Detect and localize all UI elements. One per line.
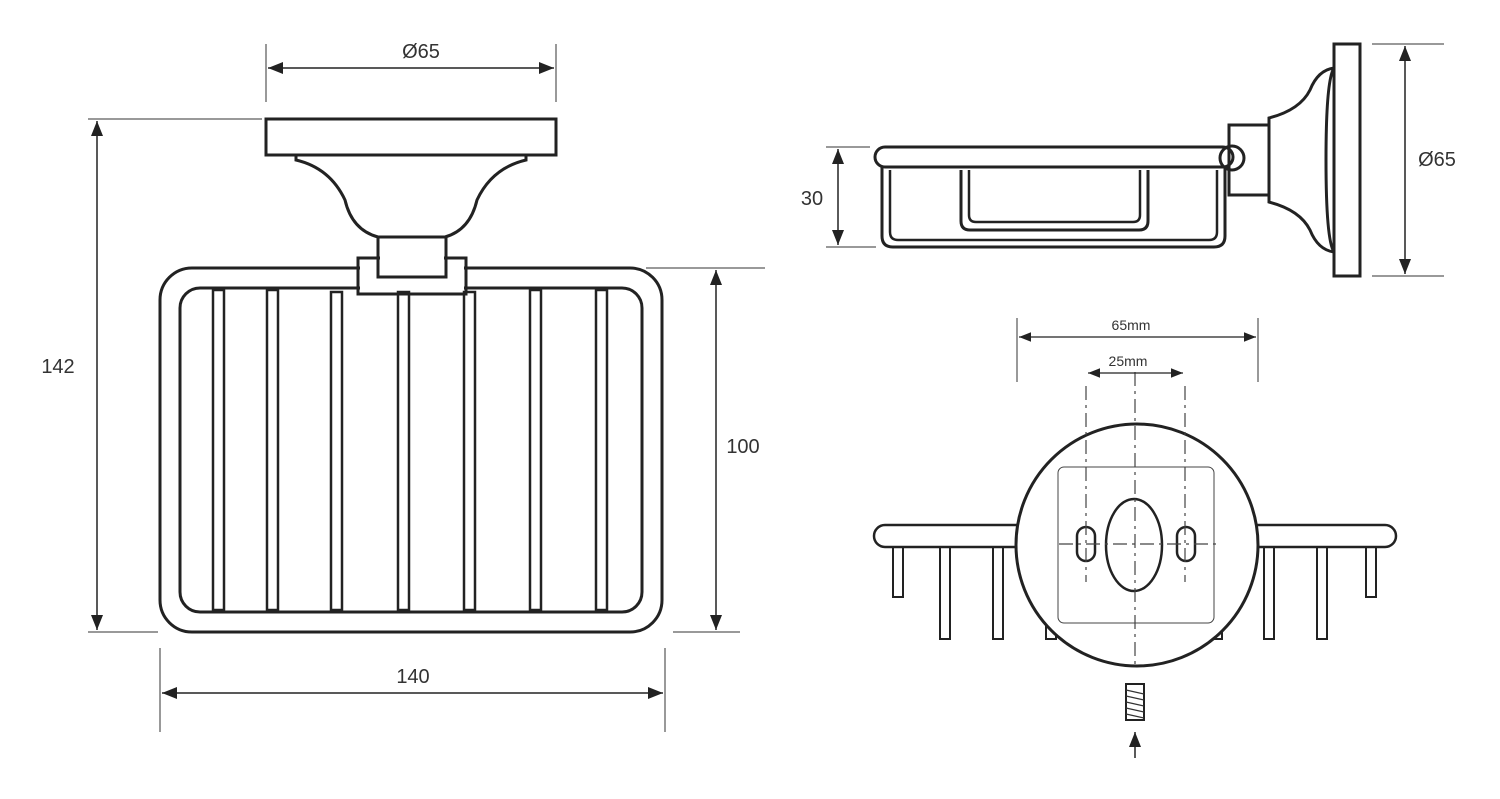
- mount-plate-disk: [1014, 422, 1260, 668]
- side-soap-rest: [959, 170, 1150, 232]
- dim-label-mount-outer: 65mm: [1112, 317, 1151, 333]
- mount-left-rail: [872, 523, 1036, 549]
- dim-label-plate: Ø65: [402, 41, 440, 63]
- dimension-mount-outer: 65mm: [1016, 317, 1259, 382]
- side-collar: [1227, 123, 1271, 197]
- side-basket-inner: [888, 170, 1219, 242]
- side-basket-outer: [880, 167, 1227, 249]
- dim-label-width: 140: [396, 666, 429, 688]
- side-plate-neck: [1267, 66, 1335, 254]
- mount-view: 65mm 25mm: [872, 317, 1398, 758]
- dimension-total-height: 142: [41, 118, 262, 633]
- dimension-side-plate: Ø65: [1372, 43, 1456, 277]
- side-pivot: [1218, 144, 1246, 172]
- dimension-width: 140: [159, 648, 666, 732]
- dim-label-depth: 30: [801, 188, 823, 210]
- side-wall-plate: [1332, 42, 1362, 278]
- basket-inner-frame: [178, 286, 644, 614]
- mount-bracket: [1057, 466, 1215, 624]
- dim-label-basket-height: 100: [726, 436, 759, 458]
- front-view: Ø65 142 100 140: [41, 41, 765, 732]
- dimension-mount-inner: 25mm: [1088, 353, 1183, 378]
- side-view: 30 Ø65: [801, 42, 1456, 278]
- mount-right-rail: [1234, 523, 1398, 549]
- mount-center-hole: [1104, 497, 1164, 593]
- mount-screw: [1125, 683, 1145, 721]
- dimension-depth: 30: [801, 146, 876, 248]
- dim-label-total-height: 142: [41, 356, 74, 378]
- mount-legs: [892, 546, 1377, 640]
- dimension-basket-height: 100: [646, 267, 765, 633]
- side-top-rail: [873, 145, 1235, 169]
- basket-outer-frame: [158, 266, 664, 634]
- wall-plate: [264, 117, 558, 157]
- dim-label-side-plate: Ø65: [1418, 149, 1456, 171]
- basket-bars: [211, 288, 609, 612]
- dimension-plate-width: Ø65: [265, 41, 557, 102]
- plate-neck: [294, 155, 528, 239]
- dim-label-mount-inner: 25mm: [1109, 353, 1148, 369]
